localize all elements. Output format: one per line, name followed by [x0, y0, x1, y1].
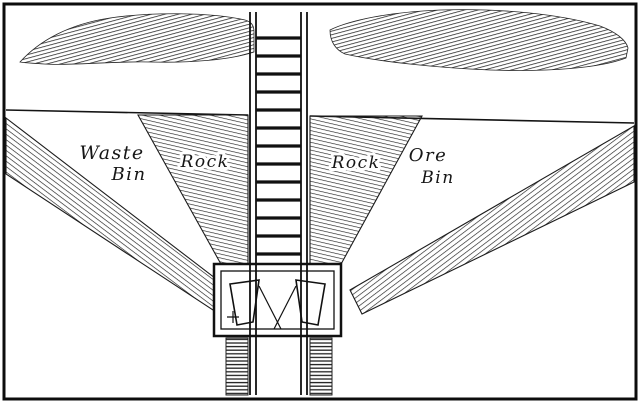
ladder-rungs: [256, 36, 301, 256]
label-rock-right: Rock: [331, 153, 381, 173]
chute-gate-box: [212, 262, 343, 338]
lower-shaft-wall-left: [225, 337, 249, 396]
lower-shaft-wall-right: [309, 337, 333, 396]
surface-mound-left: [19, 13, 255, 65]
gate-flap-right: [295, 279, 326, 326]
label-waste-bin-line1: Waste: [79, 142, 144, 164]
ladder: [249, 12, 308, 395]
gate-cross-mark: [227, 311, 239, 323]
label-waste-bin-line2: Bin: [110, 164, 146, 185]
gate-box-inner: [220, 270, 335, 330]
bin-wall-right: [349, 125, 635, 315]
rock-mass-right: [309, 115, 423, 267]
surface-mound-right: [329, 9, 629, 71]
ground-line-left: [5, 109, 249, 116]
label-rock-left: Rock: [180, 152, 230, 172]
label-ore-bin-line1: Ore: [409, 145, 448, 166]
gate-strut-right: [273, 285, 297, 330]
label-ore-bin-line2: Bin: [420, 168, 454, 188]
